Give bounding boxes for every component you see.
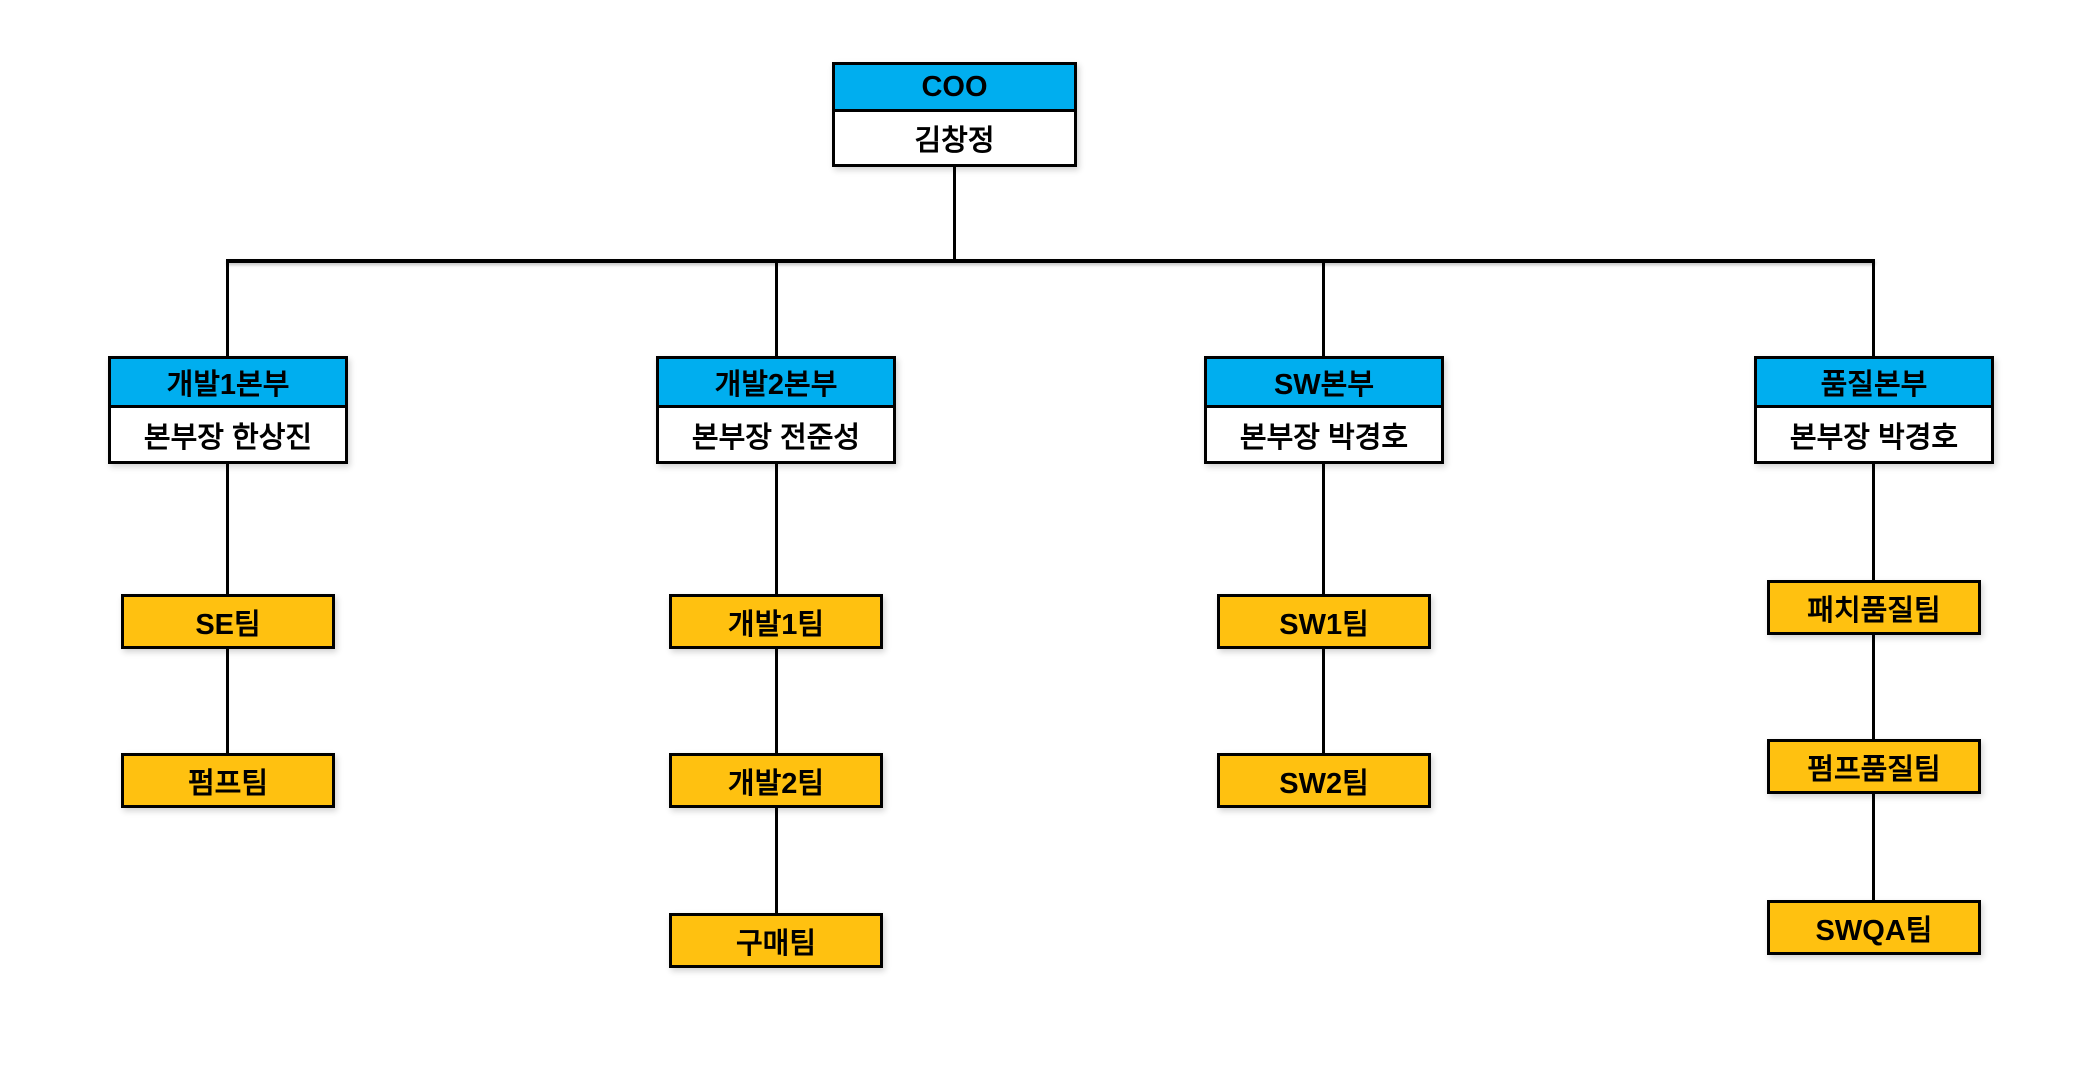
connector-drop-branch1	[226, 259, 229, 356]
node-coo-title: COO	[835, 65, 1074, 112]
node-coo: COO 김창정	[832, 62, 1077, 167]
node-team-patch-quality: 패치품질팀	[1767, 580, 1981, 635]
connector-drop-branch4	[1872, 259, 1875, 356]
node-branch-dev2-manager: 본부장 전준성	[659, 408, 893, 461]
node-branch-sw: SW본부 본부장 박경호	[1204, 356, 1444, 464]
connector-branch4-team2	[1872, 635, 1875, 739]
node-branch-quality: 품질본부 본부장 박경호	[1754, 356, 1994, 464]
node-branch-dev1-manager: 본부장 한상진	[111, 408, 345, 461]
connector-drop-branch3	[1322, 259, 1325, 356]
node-coo-name: 김창정	[835, 112, 1074, 164]
node-team-purchase: 구매팀	[669, 913, 883, 968]
connector-trunk	[227, 259, 1875, 263]
connector-branch3-team2	[1322, 649, 1325, 753]
connector-branch2-team2	[775, 649, 778, 753]
connector-branch4-team3	[1872, 794, 1875, 900]
connector-branch1-team2	[226, 649, 229, 753]
connector-root-stem	[953, 167, 956, 259]
node-branch-quality-manager: 본부장 박경호	[1757, 408, 1991, 461]
node-team-se: SE팀	[121, 594, 335, 649]
node-branch-sw-manager: 본부장 박경호	[1207, 408, 1441, 461]
node-team-dev1: 개발1팀	[669, 594, 883, 649]
connector-branch3-team1	[1322, 464, 1325, 594]
connector-branch2-team1	[775, 464, 778, 594]
node-team-swqa: SWQA팀	[1767, 900, 1981, 955]
node-team-sw2: SW2팀	[1217, 753, 1431, 808]
node-team-pump: 펌프팀	[121, 753, 335, 808]
node-branch-dev1-title: 개발1본부	[111, 359, 345, 408]
node-branch-dev1: 개발1본부 본부장 한상진	[108, 356, 348, 464]
node-team-pump-quality: 펌프품질팀	[1767, 739, 1981, 794]
connector-branch4-team1	[1872, 464, 1875, 580]
node-branch-quality-title: 품질본부	[1757, 359, 1991, 408]
node-branch-sw-title: SW본부	[1207, 359, 1441, 408]
node-team-dev2: 개발2팀	[669, 753, 883, 808]
connector-branch2-team3	[775, 808, 778, 913]
node-branch-dev2: 개발2본부 본부장 전준성	[656, 356, 896, 464]
node-branch-dev2-title: 개발2본부	[659, 359, 893, 408]
connector-drop-branch2	[775, 259, 778, 356]
node-team-sw1: SW1팀	[1217, 594, 1431, 649]
connector-branch1-team1	[226, 464, 229, 594]
